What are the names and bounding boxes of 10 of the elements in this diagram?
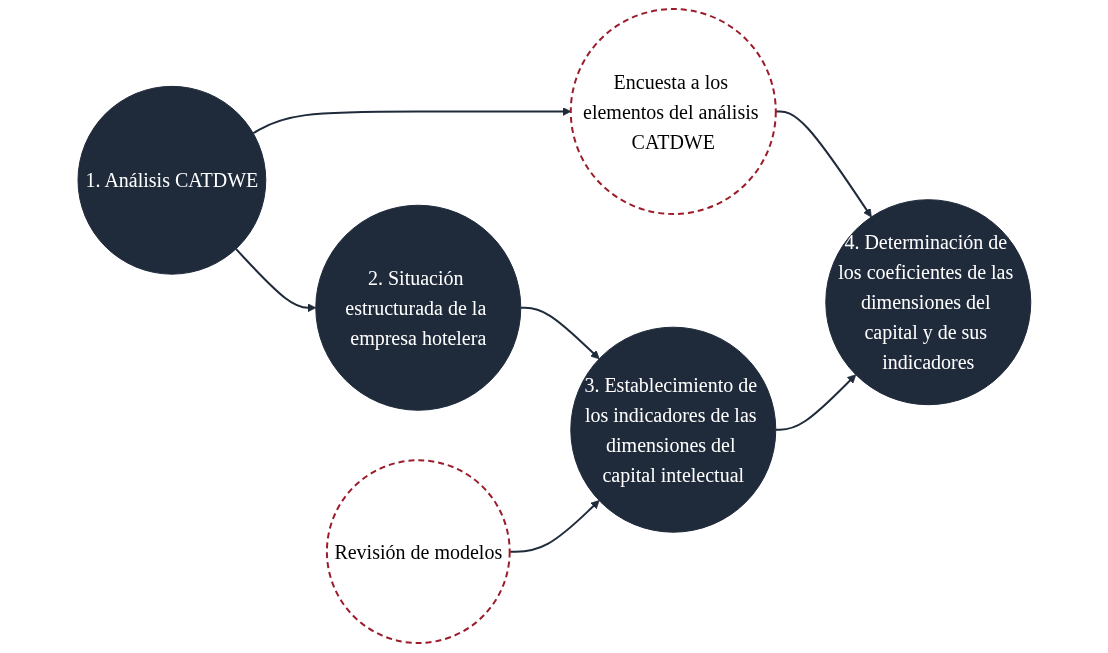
arrow bbox=[251, 107, 571, 135]
node-circle: 3. Establecimiento de los indicadores de las dimensiones del capital intelectual bbox=[569, 327, 776, 534]
node-circle: Encuesta a los elementos del análisis CATDWE bbox=[569, 8, 777, 216]
node-circle: 1. Análisis CATDWE bbox=[77, 86, 266, 276]
node-circle: 4. Determinación de los coeficientes de las dimensiones del capital y de sus indicadores bbox=[824, 199, 1031, 406]
arrow bbox=[774, 374, 856, 432]
arrow bbox=[234, 248, 316, 313]
node-circle: Revisión de modelos bbox=[325, 459, 511, 645]
arrow bbox=[519, 307, 600, 360]
node-circle: 2. Situación estructurada de la empresa hotelera bbox=[314, 205, 521, 412]
